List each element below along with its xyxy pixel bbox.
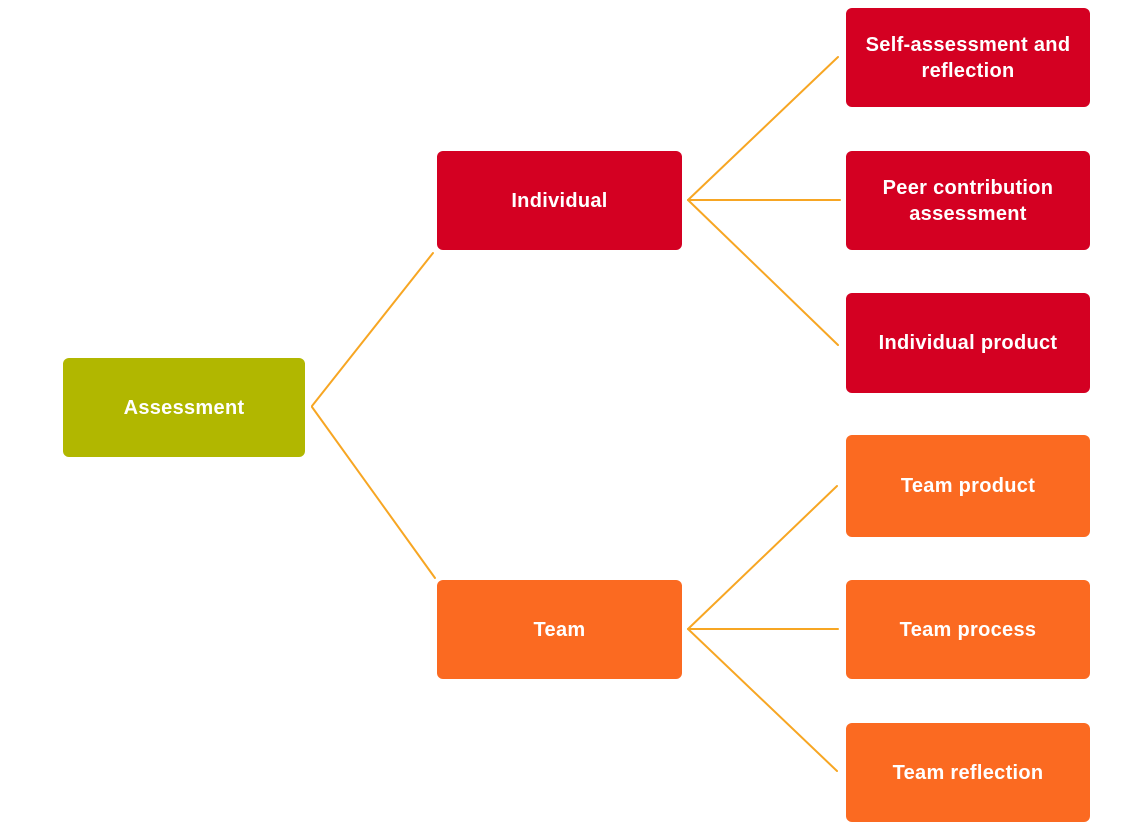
node-team-reflection[interactable]: Team reflection: [846, 723, 1090, 822]
node-team-product[interactable]: Team product: [846, 435, 1090, 537]
node-peer-contribution-assessment[interactable]: Peer contribution assessment: [846, 151, 1090, 250]
node-label: Peer contribution assessment: [882, 176, 1054, 225]
node-label: Team process: [899, 618, 1037, 641]
node-individual-product[interactable]: Individual product: [846, 293, 1090, 393]
connector-team-team-product: [687, 485, 838, 630]
node-label: Assessment: [123, 396, 245, 419]
connector-assessment-individual: [311, 252, 434, 407]
node-team[interactable]: Team: [437, 580, 682, 679]
node-team-process[interactable]: Team process: [846, 580, 1090, 679]
node-self-assessment-and-reflection[interactable]: Self-assessment and reflection: [846, 8, 1090, 107]
connector-assessment-team: [311, 406, 436, 579]
node-individual[interactable]: Individual: [437, 151, 682, 250]
connector-individual-individual-product: [687, 199, 839, 346]
connector-team-team-reflection: [687, 628, 838, 772]
node-label: Team: [533, 618, 586, 641]
node-label: Self-assessment and reflection: [865, 33, 1071, 82]
node-label: Individual product: [878, 332, 1058, 354]
connector-individual-self-assessment: [687, 56, 839, 201]
node-assessment[interactable]: Assessment: [63, 358, 305, 457]
node-label: Team reflection: [892, 761, 1044, 784]
node-label: Team product: [900, 475, 1036, 497]
node-label: Individual: [511, 189, 608, 212]
